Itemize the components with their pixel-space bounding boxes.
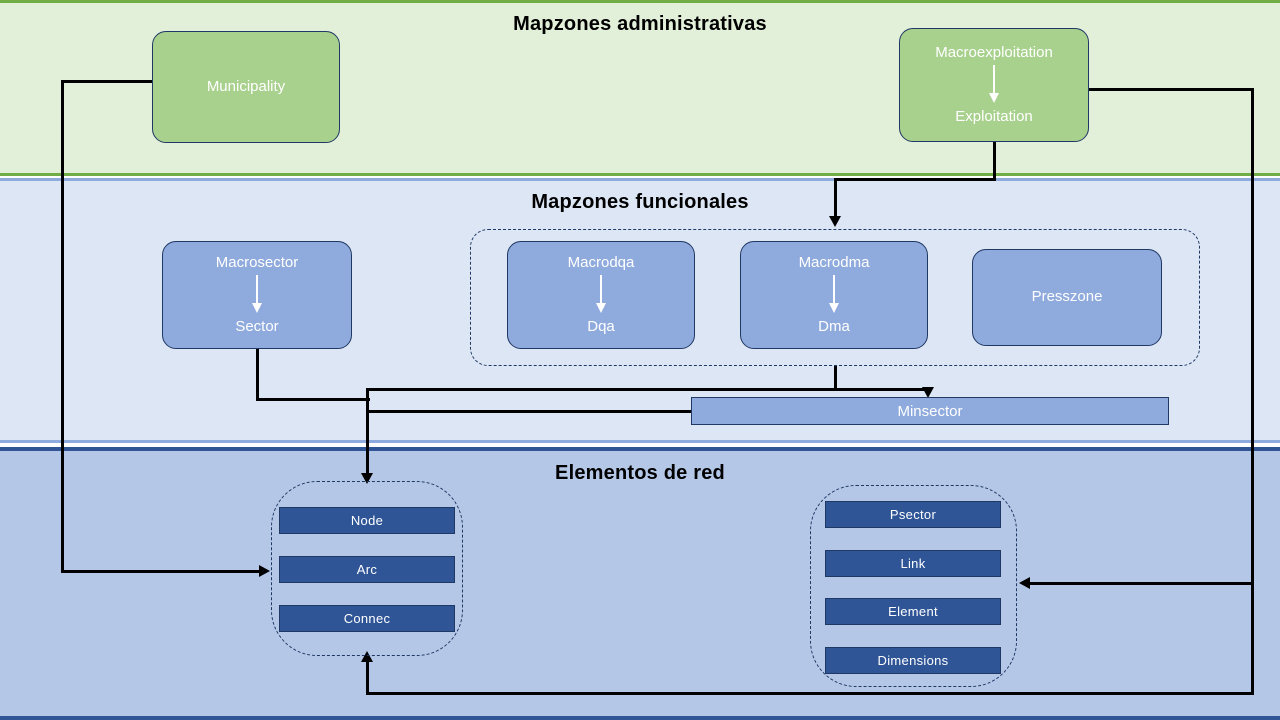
- connector-municipality-stub: [61, 80, 153, 83]
- entity-dimensions[interactable]: Dimensions: [825, 647, 1001, 674]
- entity-connec-label: Connec: [343, 611, 391, 626]
- connector-sector-right: [256, 398, 370, 401]
- section-title-elementos-de-red: Elementos de red: [555, 462, 725, 484]
- entity-municipality-label: Municipality: [206, 77, 286, 95]
- entity-macroexploitation-top-label: Macroexploitation: [935, 43, 1053, 61]
- entity-element-label: Element: [888, 604, 938, 619]
- entity-exploitation-label: Exploitation: [955, 108, 1033, 125]
- arrowhead-bottom-into-node-group: [361, 651, 373, 662]
- connector-exploitation-down: [993, 142, 996, 180]
- section-title-funcionales: Mapzones funcionales: [531, 191, 749, 213]
- down-arrow-icon: [251, 275, 263, 315]
- connector-right-to-element-group: [1028, 582, 1254, 585]
- entity-macrodma-top-label: Macrodma: [798, 253, 870, 271]
- arrowhead-into-func-group: [829, 216, 841, 227]
- arrowhead-municipality-to-arc: [259, 565, 270, 577]
- entity-macrodma[interactable]: Macrodma Dma: [740, 241, 928, 349]
- entity-connec[interactable]: Connec: [279, 605, 455, 632]
- connector-into-func-group: [834, 178, 837, 218]
- entity-psector[interactable]: Psector: [825, 501, 1001, 528]
- entity-element[interactable]: Element: [825, 598, 1001, 625]
- entity-link-label: Link: [900, 556, 926, 571]
- entity-macrodqa-top-label: Macrodqa: [567, 253, 635, 271]
- entity-presszone[interactable]: Presszone: [972, 249, 1162, 346]
- entity-macrosector[interactable]: Macrosector Sector: [162, 241, 352, 349]
- connector-bottom-return: [366, 692, 1254, 695]
- entity-psector-label: Psector: [889, 507, 937, 522]
- down-arrow-icon: [595, 275, 607, 315]
- entity-dma-label: Dma: [818, 318, 850, 335]
- connector-funcgroup-down: [834, 366, 837, 390]
- entity-arc[interactable]: Arc: [279, 556, 455, 583]
- entity-minsector-label: Minsector: [897, 402, 963, 420]
- connector-municipality-horizontal: [61, 570, 261, 573]
- entity-minsector[interactable]: Minsector: [691, 397, 1169, 425]
- entity-macrosector-top-label: Macrosector: [215, 253, 299, 271]
- connector-exploitation-right-stub: [1088, 88, 1254, 91]
- connector-sector-down: [256, 348, 259, 400]
- connector-municipality-vertical: [61, 80, 64, 572]
- down-arrow-icon: [828, 275, 840, 315]
- entity-arc-label: Arc: [356, 562, 378, 577]
- section-title-administrativas: Mapzones administrativas: [513, 13, 767, 35]
- net-dotted-group-right: [810, 485, 1017, 687]
- entity-macroexploitation[interactable]: Macroexploitation Exploitation: [899, 28, 1089, 142]
- connector-bottom-up-to-node-group: [366, 660, 369, 694]
- entity-node-label: Node: [350, 513, 384, 528]
- connector-junction-to-node-group: [366, 388, 369, 476]
- arrowhead-into-node-group: [361, 473, 373, 484]
- func-dotted-group: [470, 229, 1200, 366]
- entity-sector-label: Sector: [235, 318, 279, 335]
- arrowhead-funcgroup-to-minsector: [922, 387, 934, 398]
- net-dotted-group-left: [271, 481, 463, 656]
- connector-funcgroup-to-minsector: [368, 388, 930, 391]
- connector-minsector-left: [368, 410, 693, 413]
- entity-node[interactable]: Node: [279, 507, 455, 534]
- entity-macrodqa[interactable]: Macrodqa Dqa: [507, 241, 695, 349]
- connector-right-edge-vertical: [1251, 88, 1254, 584]
- connector-right-edge-to-bottom: [1251, 582, 1254, 695]
- arrowhead-right-to-element-group: [1019, 577, 1030, 589]
- entity-link[interactable]: Link: [825, 550, 1001, 577]
- entity-presszone-label: Presszone: [1031, 288, 1103, 306]
- entity-dqa-label: Dqa: [587, 318, 615, 335]
- entity-municipality[interactable]: Municipality: [152, 31, 340, 143]
- entity-dimensions-label: Dimensions: [877, 653, 949, 668]
- connector-exploitation-left: [834, 178, 996, 181]
- down-arrow-icon: [988, 65, 1000, 105]
